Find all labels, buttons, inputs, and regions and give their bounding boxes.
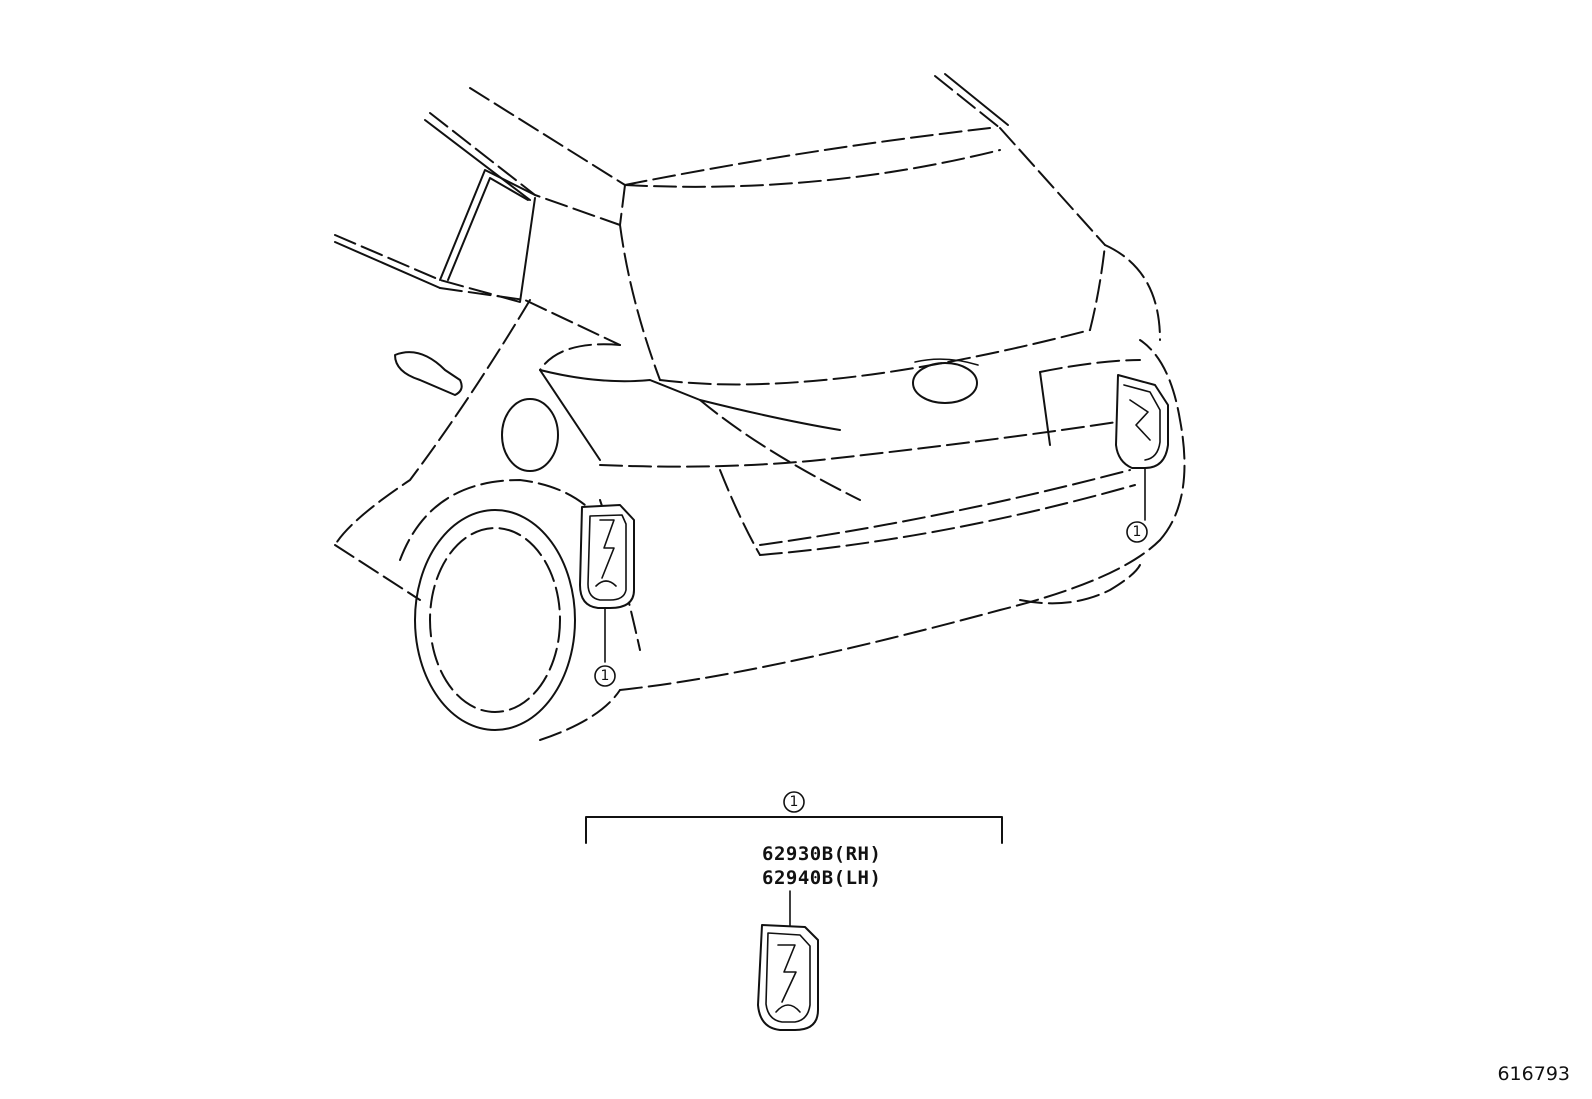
vehicle-rear-illustration [334, 73, 1186, 741]
diagram-id: 616793 [1497, 1063, 1570, 1085]
callout-marker-rh: 1 [1126, 521, 1148, 543]
reflector-detail [757, 924, 819, 1031]
callout-marker-lh: 1 [594, 665, 616, 687]
legend-bracket: 1 [585, 791, 1003, 844]
svg-text:1: 1 [601, 668, 610, 684]
reflector-rh-installed [1115, 374, 1169, 469]
reflector-lh-installed [579, 504, 635, 609]
part-number-rh: 62930B(RH) [762, 843, 881, 865]
part-number-lh: 62940B(LH) [762, 867, 881, 889]
svg-text:1: 1 [790, 794, 799, 810]
svg-text:1: 1 [1133, 524, 1142, 540]
